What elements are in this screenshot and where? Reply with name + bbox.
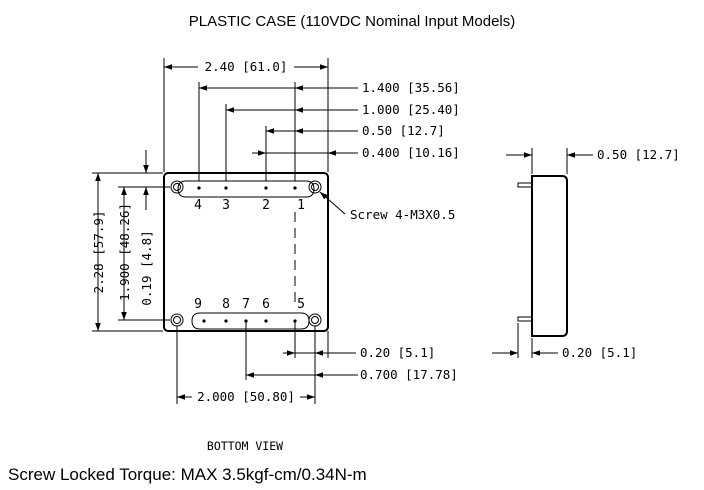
- pin-label: 4: [194, 198, 202, 213]
- pin-dot: [264, 186, 268, 190]
- screw-icon: [308, 180, 322, 194]
- dim-pin5-offset: 0.700 [17.78]: [360, 367, 458, 382]
- torque-footnote: Screw Locked Torque: MAX 3.5kgf-cm/0.34N…: [8, 465, 367, 484]
- dim-pin2-span: 0.50 [12.7]: [362, 123, 445, 138]
- pin-label: 1: [297, 198, 305, 213]
- dim-bottom-edge-offset: 0.20 [5.1]: [360, 345, 435, 360]
- dim-pin-row-spacing: 1.900 [48.26]: [117, 203, 132, 301]
- pin-dot: [293, 186, 297, 190]
- dim-pin4-span: 1.400 [35.56]: [362, 80, 460, 95]
- pin-dot: [197, 186, 201, 190]
- pin-dot: [224, 186, 228, 190]
- view-label: BOTTOM VIEW: [207, 439, 283, 453]
- dim-pin1-span: 0.400 [10.16]: [362, 145, 460, 160]
- pin-dot: [202, 319, 206, 323]
- pin-label: 2: [262, 198, 270, 213]
- screw-callout: Screw 4-M3X0.5: [350, 207, 455, 222]
- pin-label: 8: [222, 297, 230, 312]
- pin-label: 9: [194, 297, 202, 312]
- drawing-title: PLASTIC CASE (110VDC Nominal Input Model…: [189, 13, 516, 30]
- pin-dot: [264, 319, 268, 323]
- dim-pin3-span: 1.000 [25.40]: [362, 102, 460, 117]
- dim-edge-offset-vertical: 0.19 [4.8]: [139, 230, 154, 305]
- top-dimensions: [163, 58, 358, 181]
- bottom-dimensions: [176, 321, 358, 404]
- dim-bottom-span: 2.000 [50.80]: [197, 389, 295, 404]
- dim-overall-width: 2.40 [61.0]: [205, 59, 288, 74]
- screw-icon: [170, 180, 184, 194]
- pin-label: 6: [262, 297, 270, 312]
- side-pin: [517, 182, 533, 188]
- pin-label: 7: [242, 297, 250, 312]
- pin-label: 5: [297, 297, 305, 312]
- side-pin: [517, 316, 533, 322]
- dim-side-pin-length: 0.20 [5.1]: [562, 345, 637, 360]
- side-view: [492, 148, 593, 358]
- side-body: [531, 175, 568, 337]
- dim-overall-height: 2.28 [57.9]: [91, 211, 106, 294]
- pin-dot: [224, 319, 228, 323]
- screw-leader: [319, 191, 346, 215]
- bottom-pin-header: [191, 312, 310, 330]
- left-dimensions: [92, 150, 170, 332]
- dim-side-thickness: 0.50 [12.7]: [597, 147, 680, 162]
- pin-label: 3: [222, 198, 230, 213]
- screw-icon: [170, 313, 184, 327]
- screw-icon: [308, 313, 322, 327]
